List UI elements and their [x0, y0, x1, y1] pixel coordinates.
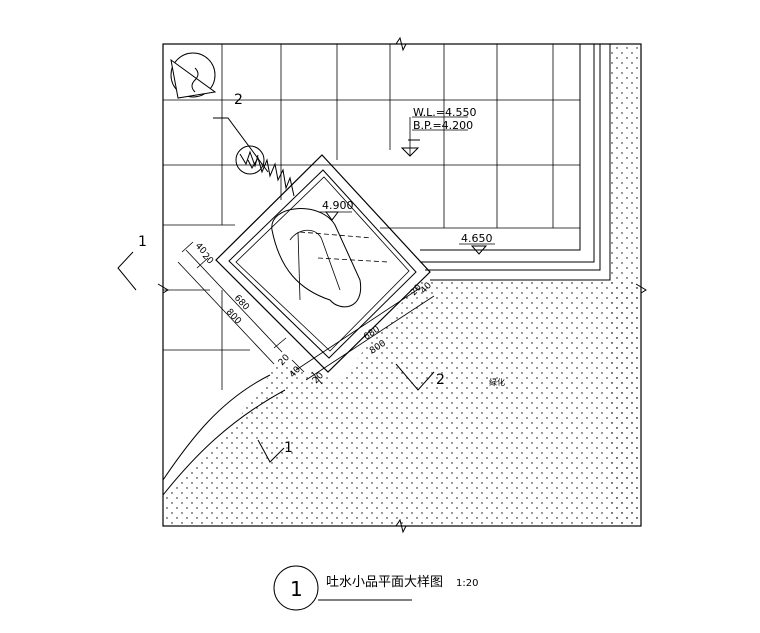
section-mark-right	[395, 363, 435, 391]
planting-label: 绿化	[489, 377, 505, 387]
callout-circle	[235, 145, 265, 175]
title-block: 1 吐水小品平面大样图 1:20	[273, 565, 478, 611]
fountain-top-level-label: 4.900	[322, 199, 354, 212]
fountain-inner-square	[228, 169, 417, 359]
path-edge	[162, 374, 286, 496]
water-level-mark: W.L.=4.550 B.P.=4.200	[400, 106, 476, 157]
section-mark-left-label: 1	[138, 234, 147, 250]
dimension-lines-bottom	[291, 287, 435, 385]
bottom-of-pool-label: B.P.=4.200	[413, 119, 473, 132]
fountain-top-level-mark: 4.900	[318, 199, 354, 221]
callout-number: 2	[234, 92, 243, 108]
title-number-circle	[273, 565, 319, 611]
section-mark-right-label: 2	[436, 372, 445, 388]
paving-level-label: 4.650	[461, 232, 493, 245]
fountain-outer-square	[215, 154, 431, 373]
planting-area	[163, 44, 641, 526]
section-mark-bottom-label: 1	[284, 440, 293, 456]
dim-left-800: 800	[224, 307, 243, 327]
paving-level-mark: 4.650	[459, 232, 495, 255]
dimension-lines-left	[177, 241, 287, 365]
section-mark-bottom	[257, 439, 285, 463]
section-mark-left	[117, 251, 137, 291]
break-marks	[157, 36, 647, 534]
water-level-label: W.L.=4.550	[413, 106, 476, 119]
paving-grid	[163, 44, 580, 390]
north-arrow-icon	[170, 52, 217, 99]
title-number: 1	[290, 577, 303, 601]
drawing-title: 吐水小品平面大样图	[326, 575, 443, 590]
pool-edge	[420, 44, 611, 281]
callout-leader	[213, 117, 269, 173]
drawing-scale: 1:20	[456, 578, 478, 589]
spout-outline	[271, 208, 362, 308]
fountain-feature	[215, 154, 431, 373]
